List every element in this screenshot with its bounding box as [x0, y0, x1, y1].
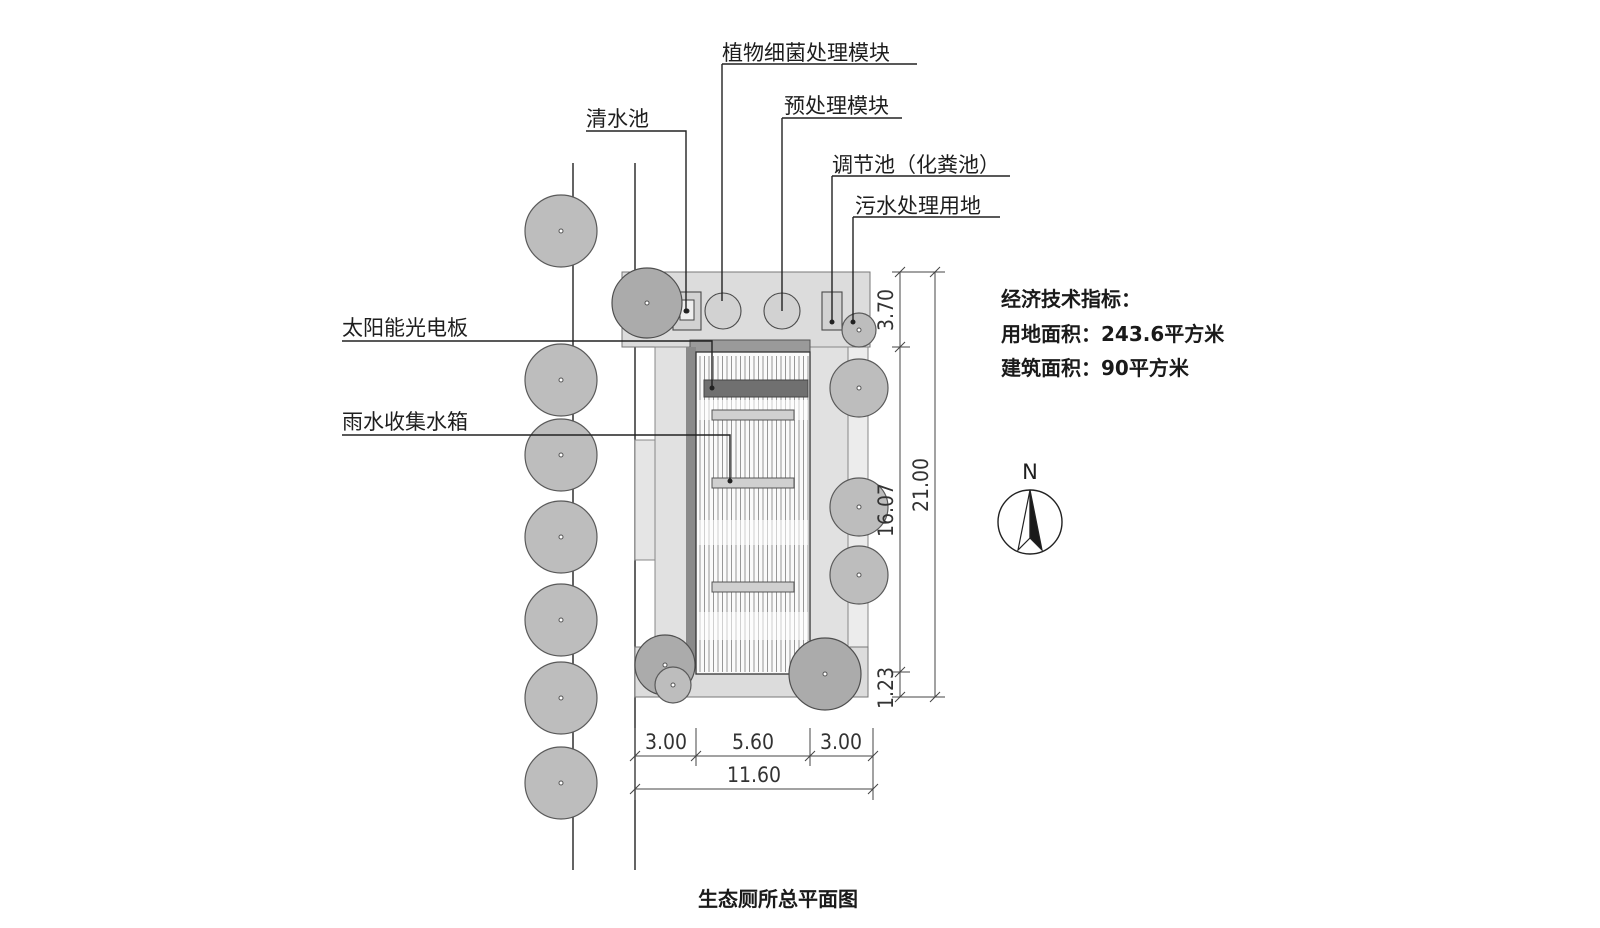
- leader-lines: [342, 63, 1010, 484]
- north-arrow-icon: [997, 489, 1063, 555]
- trees: [524, 194, 889, 820]
- label-clear-pool: 清水池: [586, 107, 649, 131]
- solar-panel-bar: [703, 379, 809, 398]
- indicators-heading: 经济技术指标：: [1001, 287, 1141, 311]
- dim-bottom-strip: 1.23: [874, 667, 898, 709]
- dim-left-setback: 3.00: [645, 730, 687, 754]
- roof-light-band: [698, 612, 808, 640]
- indicators-land-area: 用地面积：243.6平方米: [1001, 322, 1225, 346]
- dim-building-width: 5.60: [732, 730, 774, 754]
- label-bacteria-module: 植物细菌处理模块: [722, 41, 890, 65]
- north-label: N: [1022, 460, 1038, 484]
- label-solar: 太阳能光电板: [342, 316, 468, 340]
- rain-tank-2: [711, 477, 795, 489]
- dim-building-length: 16.07: [874, 483, 898, 537]
- label-rain-tank: 雨水收集水箱: [342, 410, 468, 434]
- rain-tank-1: [711, 409, 795, 421]
- drawing-title: 生态厕所总平面图: [698, 887, 858, 911]
- label-sewage-land: 污水处理用地: [855, 194, 981, 218]
- dim-total-height: 21.00: [909, 458, 933, 512]
- horizontal-dimensions: [629, 728, 879, 800]
- rain-tank-3: [711, 581, 795, 593]
- roof-light-band: [698, 520, 808, 545]
- label-pretreat-module: 预处理模块: [784, 94, 889, 118]
- roof-slat-lines: [698, 356, 809, 672]
- indicators-building-area: 建筑面积：90平方米: [1001, 356, 1190, 380]
- label-septic: 调节池（化粪池）: [832, 153, 1000, 177]
- dim-total-width: 11.60: [727, 763, 781, 787]
- treatment-facilities: [672, 291, 843, 331]
- vertical-dimensions: [892, 266, 945, 703]
- building-footprint: [686, 339, 811, 675]
- dim-top-strip: 3.70: [874, 289, 898, 331]
- dim-right-setback: 3.00: [820, 730, 862, 754]
- bacteria-module-tank: [704, 292, 742, 330]
